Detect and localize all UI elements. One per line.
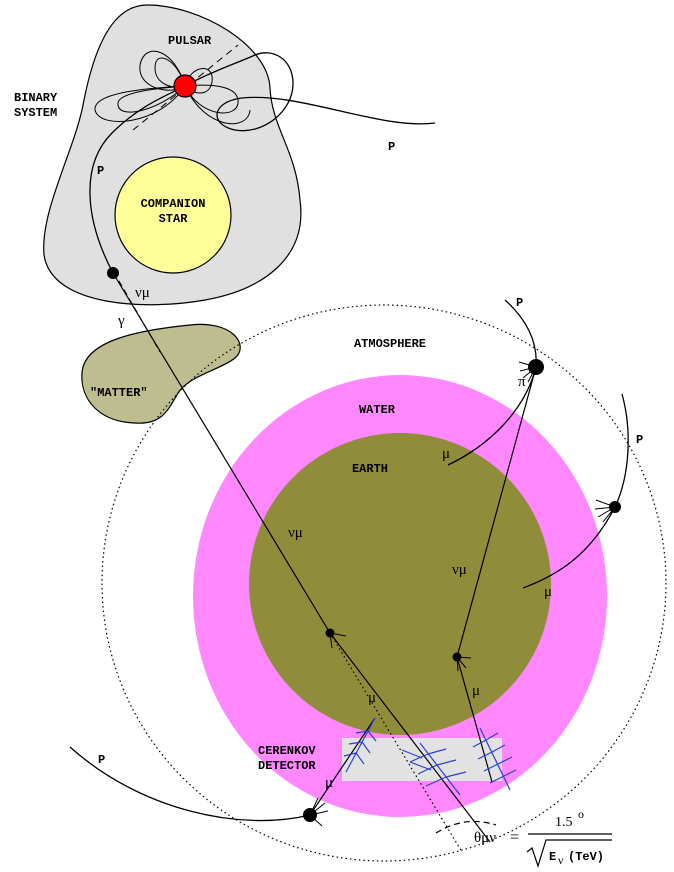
label-companion-line1: COMPANION [141,197,206,211]
label-mu-upper: μ [442,446,450,462]
formula-denominator-sub: ν [558,853,564,867]
formula-sqrt-sign [526,839,612,868]
label-p-binary-right: P [388,140,395,154]
cerenkov-shower-right [472,727,517,791]
label-water: WATER [359,403,396,417]
vertex-right [609,501,621,513]
theta-formula: θμν = 1.5 o E ν (TeV) [474,807,612,868]
earth [249,433,551,735]
label-pulsar: PULSAR [168,34,212,48]
label-binary-line1: BINARY [14,91,58,105]
muon-track-detector [309,717,376,816]
label-cerenkov-line1: CERENKOV [258,744,316,758]
label-nu-mu-right: νμ [452,562,467,578]
companion-star [114,156,232,274]
proton-track-right [614,393,629,508]
proton-track-binary [89,52,436,274]
label-matter: "MATTER" [90,386,148,400]
label-gamma: γ [117,313,125,329]
cerenkov-shower-left [343,717,377,773]
neutrino-vertex-left [325,628,335,638]
atmosphere-boundary [101,304,667,862]
label-p-binary-left: P [97,164,104,178]
matter-cloud [81,323,241,424]
label-p-top-right: P [516,296,523,310]
formula-equals: = [510,829,519,846]
label-mu-lower-right: μ [472,683,480,699]
label-atmosphere: ATMOSPHERE [354,337,426,351]
proton-track-bottom-left [69,746,311,822]
label-mu-center: μ [368,690,376,706]
muon-track-right [522,506,616,589]
pulsar-axis [132,44,239,131]
muon-track-upper [447,366,537,466]
vertex-bottom-left [303,808,317,822]
formula-denominator: E [549,850,556,864]
muon-track-right-up [456,656,493,783]
vertex-top-right [528,359,544,375]
pulsar [173,74,197,98]
neutrino-track-binary [112,272,331,634]
label-cerenkov-line2: DETECTOR [258,759,316,773]
label-binary-line2: SYSTEM [14,106,57,120]
label-companion-line2: STAR [159,212,189,226]
theta-arc [435,820,497,834]
label-pi: π [518,374,526,390]
muon-track-binary [329,632,491,843]
formula-numerator: 1.5 [555,815,573,830]
label-nu-mu-binary: νμ [135,285,150,301]
label-mu-detector: μ [325,775,333,791]
proton-track-top-right [504,299,537,368]
cerenkov-shower-center [401,742,467,796]
label-p-right: P [636,433,643,447]
formula-degree: o [578,807,584,821]
formula-denominator-unit: (TeV) [568,850,604,864]
label-earth: EARTH [352,462,388,476]
binary-system-region [43,4,302,306]
formula-theta: θμν [474,830,496,846]
label-nu-mu-left: νμ [288,525,303,541]
neutrino-track-right [456,366,537,658]
label-p-bottom-left: P [98,753,105,767]
label-mu-right: μ [544,584,552,600]
neutrino-vertex-right [452,652,462,662]
